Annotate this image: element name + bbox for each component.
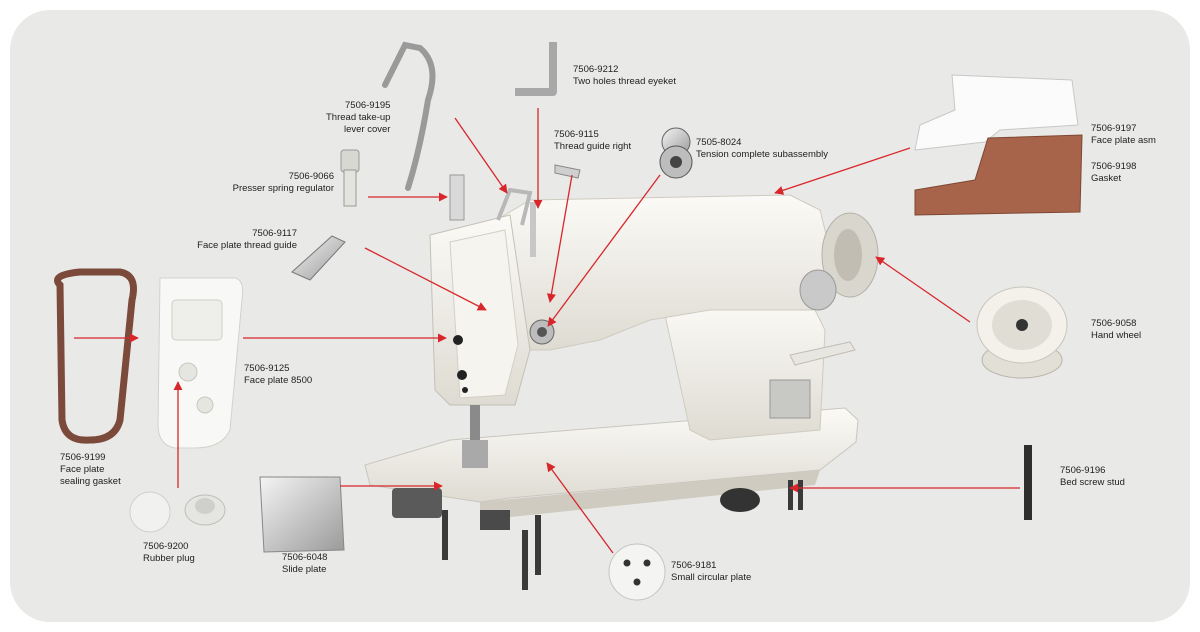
rubber-plug-part (129, 491, 226, 533)
face-plate-thread-guide-part (291, 235, 346, 281)
small-circular-plate-part (608, 543, 666, 601)
sewing-machine-illustration (364, 174, 879, 590)
take-up-lever-cover-part (382, 41, 436, 191)
bed-screw-stud-part (1024, 445, 1032, 520)
thread-guide-right-part (554, 164, 581, 179)
leader-arrows (74, 108, 1020, 554)
presser-spring-regulator-part (340, 149, 360, 207)
sealing-gasket-part (54, 268, 137, 444)
face-plate-asm-part (914, 74, 1079, 151)
face-plate-8500-part (157, 277, 244, 449)
eyelet-part (515, 42, 557, 96)
slide-plate-part (259, 476, 345, 553)
tension-subassembly-part (659, 127, 693, 179)
hand-wheel-part (976, 286, 1068, 379)
gasket-part (914, 134, 1083, 216)
parts-diagram (54, 41, 1083, 601)
